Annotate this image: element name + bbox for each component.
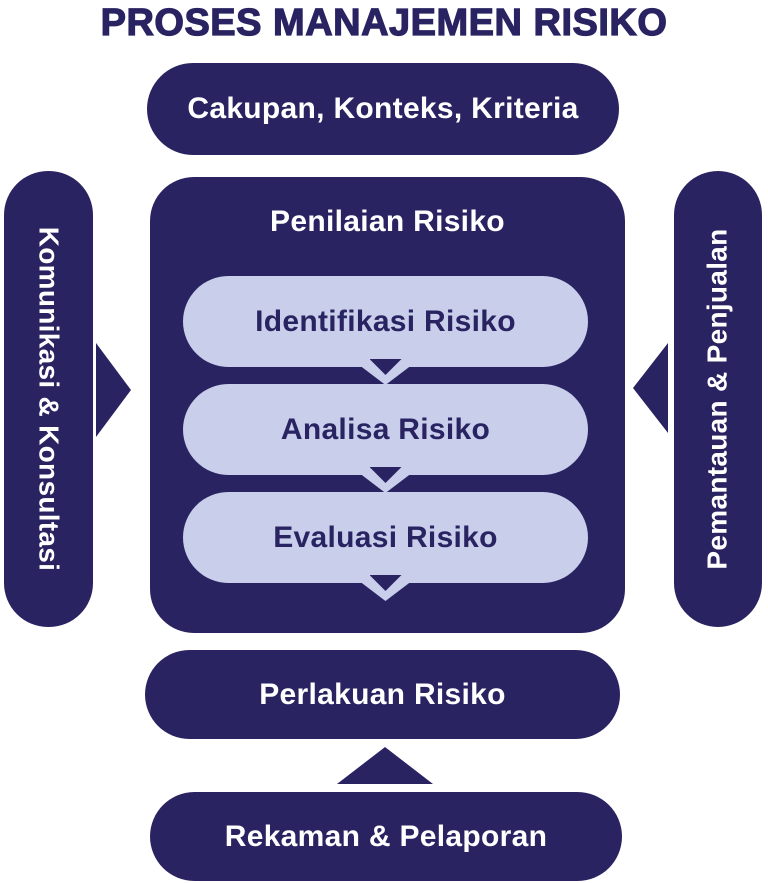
step-risk-evaluation-label: Evaluasi Risiko xyxy=(273,520,498,554)
node-monitoring-review: Pemantauan & Penjualan xyxy=(674,171,762,627)
node-scope-label: Cakupan, Konteks, Kriteria xyxy=(187,92,579,125)
node-risk-treatment-label: Perlakuan Risiko xyxy=(259,677,506,711)
step-risk-identification-label: Identifikasi Risiko xyxy=(255,304,516,338)
step-risk-identification: Identifikasi Risiko xyxy=(183,276,588,385)
node-communication-consultation: Komunikasi & Konsultasi xyxy=(4,171,93,627)
node-recording-reporting: Rekaman & Pelaporan xyxy=(150,792,622,881)
node-monitoring-label: Pemantauan & Penjualan xyxy=(702,228,734,570)
risk-assessment-steps: Identifikasi Risiko Analisa Risiko Evalu… xyxy=(183,276,588,601)
node-risk-treatment: Perlakuan Risiko xyxy=(145,650,620,739)
arrow-right-icon xyxy=(96,343,131,437)
node-scope-context-criteria: Cakupan, Konteks, Kriteria xyxy=(147,63,619,155)
step-risk-analysis: Analisa Risiko xyxy=(183,384,588,493)
arrow-left-icon xyxy=(633,343,668,433)
node-risk-assessment: Penilaian Risiko Identifikasi Risiko Ana… xyxy=(150,177,625,633)
step-risk-analysis-label: Analisa Risiko xyxy=(280,412,491,446)
page-title: PROSES MANAJEMEN RISIKO xyxy=(100,1,668,44)
step-risk-evaluation: Evaluasi Risiko xyxy=(183,492,588,601)
node-communication-label: Komunikasi & Konsultasi xyxy=(33,226,65,572)
arrow-up-icon xyxy=(337,747,433,784)
risk-assessment-heading: Penilaian Risiko xyxy=(270,205,505,238)
node-recording-label: Rekaman & Pelaporan xyxy=(224,819,548,853)
